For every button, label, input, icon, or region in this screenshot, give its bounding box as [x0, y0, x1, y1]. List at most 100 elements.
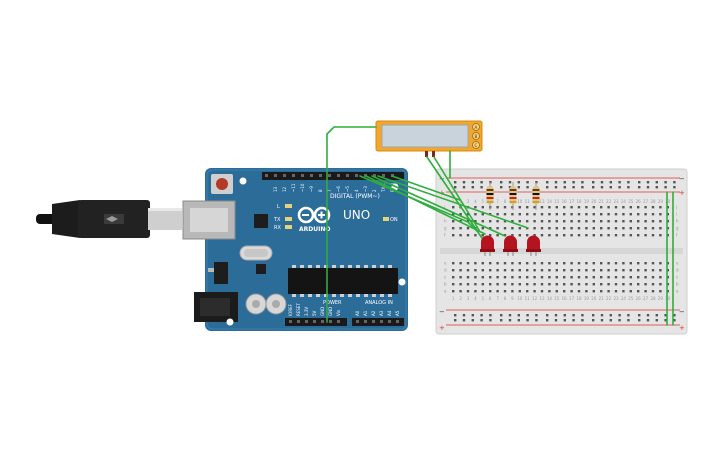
wire-ground-rail[interactable]: [391, 175, 461, 201]
breadboard-hole[interactable]: [659, 220, 662, 223]
rail-hole[interactable]: [471, 319, 474, 322]
breadboard-hole[interactable]: [637, 290, 640, 293]
breadboard-hole[interactable]: [474, 234, 477, 237]
breadboard-hole[interactable]: [540, 283, 544, 286]
breadboard-hole[interactable]: [600, 206, 603, 209]
breadboard-holes[interactable]: [452, 181, 676, 322]
resistor-2[interactable]: [509, 182, 517, 210]
breadboard-hole[interactable]: [481, 227, 484, 230]
breadboard-hole[interactable]: [518, 262, 521, 265]
breadboard-hole[interactable]: [607, 290, 610, 293]
rail-hole[interactable]: [627, 319, 630, 322]
breadboard-hole[interactable]: [526, 206, 529, 209]
breadboard-hole[interactable]: [452, 206, 455, 209]
breadboard-hole[interactable]: [533, 276, 536, 279]
rail-hole[interactable]: [618, 181, 621, 184]
breadboard-hole[interactable]: [555, 290, 558, 293]
breadboard-hole[interactable]: [622, 283, 625, 286]
breadboard-hole[interactable]: [614, 290, 618, 293]
breadboard-hole[interactable]: [489, 234, 492, 237]
breadboard-hole[interactable]: [474, 269, 477, 272]
breadboard-hole[interactable]: [644, 269, 647, 272]
rail-hole[interactable]: [572, 186, 575, 189]
rail-hole[interactable]: [462, 186, 466, 189]
breadboard-hole[interactable]: [644, 290, 647, 293]
rail-hole[interactable]: [627, 186, 630, 189]
breadboard-hole[interactable]: [481, 220, 484, 223]
rail-hole[interactable]: [592, 181, 595, 184]
breadboard-hole[interactable]: [489, 220, 492, 223]
breadboard-hole[interactable]: [481, 234, 484, 237]
breadboard-hole[interactable]: [555, 262, 558, 265]
rail-hole[interactable]: [572, 181, 575, 184]
breadboard-hole[interactable]: [577, 234, 581, 237]
breadboard-hole[interactable]: [555, 220, 558, 223]
breadboard-hole[interactable]: [466, 262, 470, 265]
breadboard-hole[interactable]: [489, 227, 492, 230]
rail-hole[interactable]: [592, 319, 595, 322]
breadboard-hole[interactable]: [577, 220, 581, 223]
rail-hole[interactable]: [546, 186, 549, 189]
wires[interactable]: [326, 126, 674, 326]
breadboard-hole[interactable]: [459, 269, 462, 272]
breadboard-hole[interactable]: [540, 206, 544, 209]
breadboard-hole[interactable]: [452, 227, 455, 230]
arduino-uno-board[interactable]: DIGITAL (PWM~) L TX RX ARDUINO UNO ON: [182, 168, 408, 331]
rail-hole[interactable]: [554, 314, 558, 317]
breadboard-hole[interactable]: [585, 283, 588, 286]
rail-hole[interactable]: [618, 314, 621, 317]
breadboard-hole[interactable]: [496, 213, 499, 216]
usb-cable[interactable]: [36, 200, 182, 238]
breadboard-hole[interactable]: [459, 262, 462, 265]
breadboard-hole[interactable]: [518, 276, 521, 279]
breadboard-hole[interactable]: [548, 290, 551, 293]
breadboard-hole[interactable]: [518, 290, 521, 293]
breadboard-hole[interactable]: [644, 283, 647, 286]
rail-hole[interactable]: [500, 319, 503, 322]
breadboard-hole[interactable]: [614, 227, 618, 230]
breadboard-hole[interactable]: [592, 220, 595, 223]
rail-hole[interactable]: [572, 314, 575, 317]
rail-hole[interactable]: [517, 319, 520, 322]
rail-hole[interactable]: [471, 181, 474, 184]
breadboard-hole[interactable]: [481, 283, 484, 286]
breadboard-hole[interactable]: [518, 234, 521, 237]
reset-button[interactable]: [211, 174, 233, 194]
rail-hole[interactable]: [563, 314, 566, 317]
breadboard-hole[interactable]: [600, 227, 603, 230]
breadboard-hole[interactable]: [622, 262, 625, 265]
wire-pin-to-led4[interactable]: [377, 175, 529, 229]
breadboard-hole[interactable]: [466, 269, 470, 272]
rail-hole[interactable]: [609, 319, 612, 322]
rail-hole[interactable]: [508, 314, 512, 317]
breadboard-hole[interactable]: [644, 206, 647, 209]
rail-hole[interactable]: [480, 181, 483, 184]
breadboard-hole[interactable]: [481, 206, 484, 209]
rail-hole[interactable]: [673, 181, 676, 184]
breadboard-hole[interactable]: [459, 276, 462, 279]
rail-hole[interactable]: [526, 319, 529, 322]
breadboard-hole[interactable]: [459, 220, 462, 223]
breadboard-hole[interactable]: [474, 206, 477, 209]
breadboard-hole[interactable]: [585, 206, 588, 209]
breadboard-hole[interactable]: [651, 276, 655, 279]
rail-hole[interactable]: [655, 181, 658, 184]
breadboard[interactable]: 1122334455667788991010111112121313141415…: [435, 168, 688, 335]
breadboard-hole[interactable]: [607, 206, 610, 209]
breadboard-hole[interactable]: [511, 262, 514, 265]
breadboard-hole[interactable]: [563, 213, 566, 216]
breadboard-hole[interactable]: [540, 220, 544, 223]
breadboard-hole[interactable]: [637, 276, 640, 279]
breadboard-hole[interactable]: [570, 234, 573, 237]
breadboard-hole[interactable]: [452, 262, 455, 265]
breadboard-hole[interactable]: [659, 234, 662, 237]
breadboard-hole[interactable]: [577, 269, 581, 272]
breadboard-hole[interactable]: [466, 213, 470, 216]
breadboard-hole[interactable]: [555, 206, 558, 209]
breadboard-hole[interactable]: [607, 276, 610, 279]
breadboard-hole[interactable]: [592, 262, 595, 265]
rail-hole[interactable]: [508, 181, 512, 184]
breadboard-hole[interactable]: [622, 276, 625, 279]
rail-hole[interactable]: [546, 319, 549, 322]
breadboard-hole[interactable]: [466, 234, 470, 237]
